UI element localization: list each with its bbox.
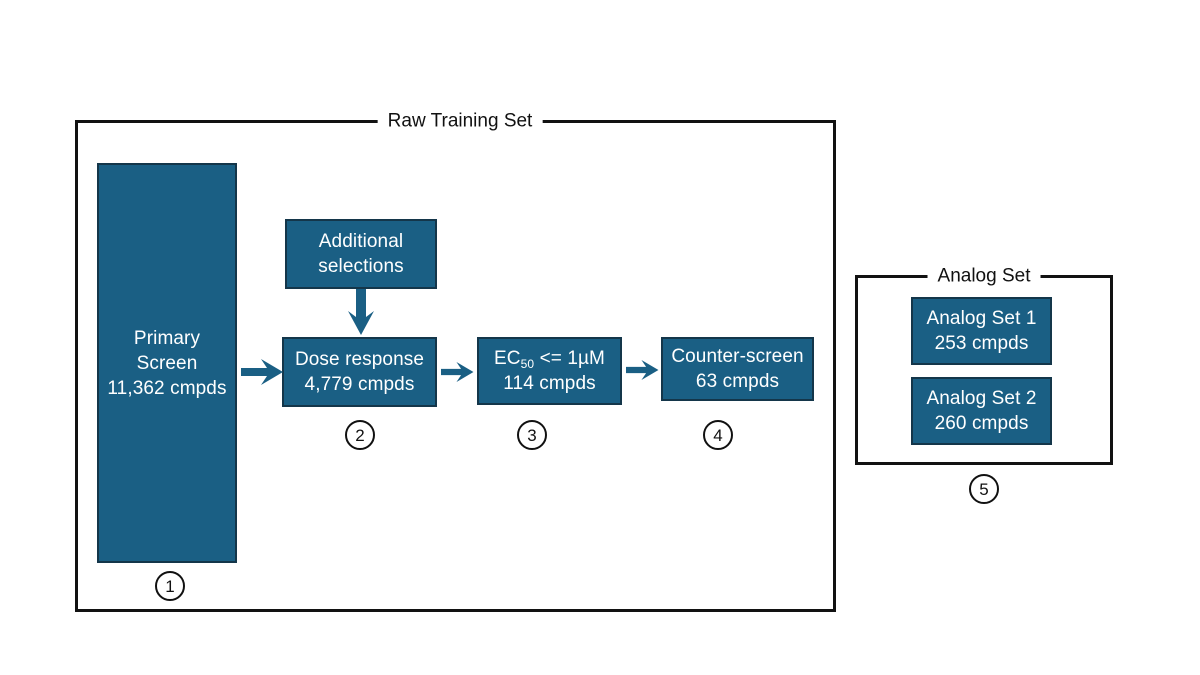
node-ec50-line1-pre: EC (494, 348, 521, 369)
node-ec50-line1-post: <= 1µM (534, 348, 605, 369)
arrow-primary-to-dose (241, 359, 283, 385)
node-counter-screen-line1: Counter-screen (671, 346, 804, 367)
node-primary-screen-line3: 11,362 cmpds (107, 377, 227, 399)
node-ec50[interactable]: EC50 <= 1µM 114 cmpds (477, 337, 622, 405)
step-circle-5: 5 (969, 474, 999, 504)
arrow-additional-to-dose (348, 289, 374, 335)
node-primary-screen-line1: Primary (133, 327, 201, 349)
node-additional-selections-line2: selections (318, 256, 404, 277)
step-circle-1: 1 (155, 571, 185, 601)
node-analog-set-1-line1: Analog Set 1 (926, 308, 1037, 329)
raw-training-set-label: Raw Training Set (377, 111, 543, 131)
step-circle-4: 4 (703, 420, 733, 450)
node-dose-response-line1: Dose response (294, 349, 425, 370)
arrow-dose-to-ec50 (441, 361, 474, 383)
node-primary-screen[interactable]: Primary Screen 11,362 cmpds (97, 163, 237, 563)
step-circle-3: 3 (517, 420, 547, 450)
node-analog-set-2[interactable]: Analog Set 2 260 cmpds (911, 377, 1052, 445)
step-circle-2: 2 (345, 420, 375, 450)
node-analog-set-2-line2: 260 cmpds (934, 413, 1029, 434)
node-primary-screen-line2: Screen (136, 352, 198, 374)
analog-set-label: Analog Set (927, 266, 1041, 286)
node-counter-screen-line2: 63 cmpds (695, 371, 780, 392)
node-ec50-line2: 114 cmpds (503, 373, 596, 394)
node-analog-set-1-line2: 253 cmpds (934, 333, 1029, 354)
node-additional-selections-line1: Additional (318, 231, 404, 252)
node-analog-set-1[interactable]: Analog Set 1 253 cmpds (911, 297, 1052, 365)
node-dose-response[interactable]: Dose response 4,779 cmpds (282, 337, 437, 407)
node-counter-screen[interactable]: Counter-screen 63 cmpds (661, 337, 814, 401)
node-additional-selections[interactable]: Additional selections (285, 219, 437, 289)
arrow-ec50-to-counter (626, 359, 659, 381)
node-dose-response-line2: 4,779 cmpds (304, 374, 415, 395)
node-analog-set-2-line1: Analog Set 2 (926, 388, 1037, 409)
node-ec50-line1-sub: 50 (520, 357, 535, 371)
node-ec50-line1: EC50 <= 1µM (494, 346, 605, 371)
